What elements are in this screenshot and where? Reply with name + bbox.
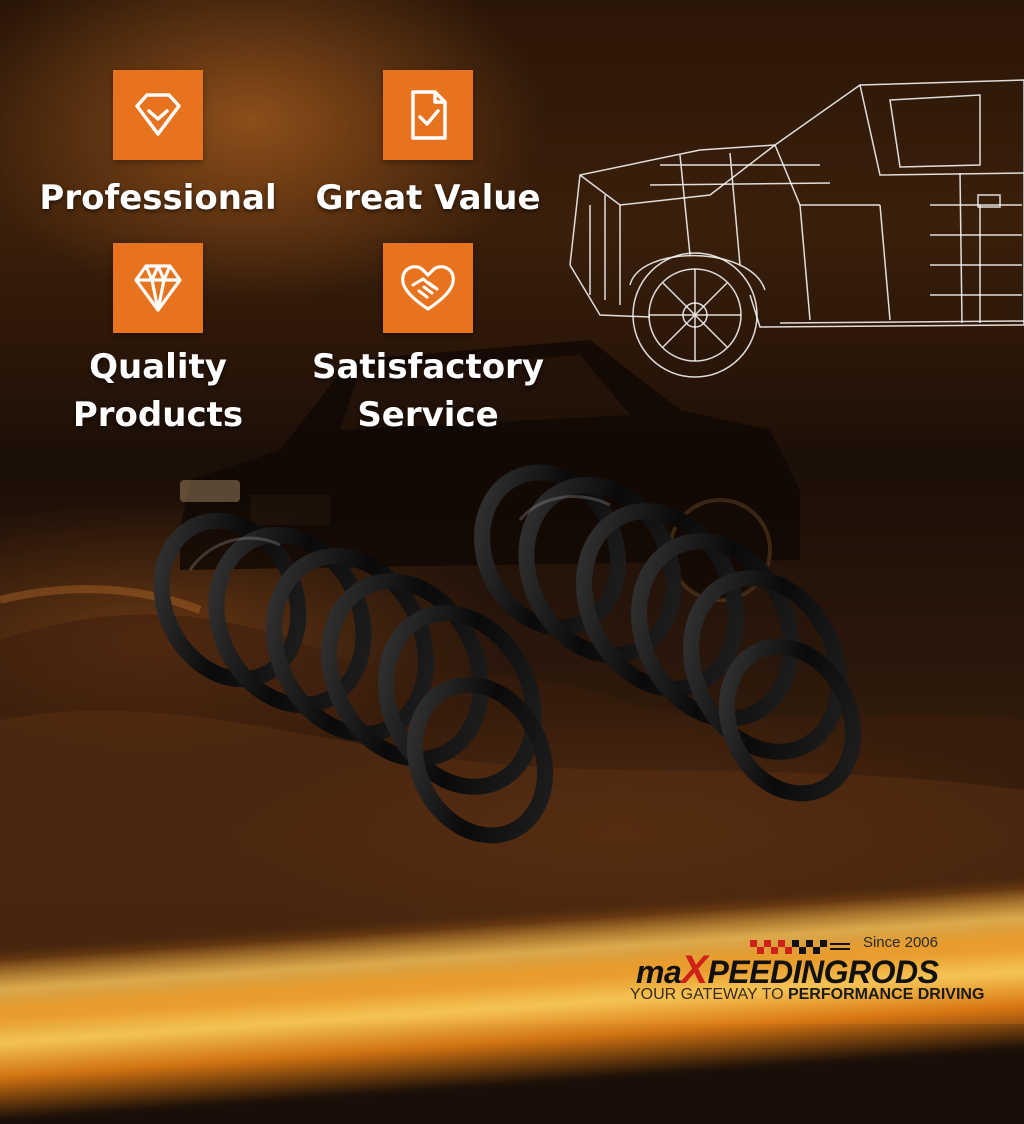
feature-satisfactory-service: Satisfactory Service (300, 243, 556, 439)
feature-label: Quality Products (38, 343, 278, 439)
gem-icon (134, 264, 182, 312)
spring-right (474, 464, 862, 802)
spring-left (153, 512, 554, 844)
tagline-bold: PERFORMANCE DRIVING (787, 986, 985, 1003)
feature-label-line2: Products (72, 395, 244, 435)
feature-icon-box (383, 243, 473, 333)
feature-label: Great Value (315, 178, 541, 218)
feature-professional: Professional (38, 70, 278, 222)
handshake-heart-icon (401, 265, 455, 311)
feature-label-line2: Service (357, 395, 499, 435)
feature-icon-box (113, 70, 203, 160)
checkered-flag-icon (750, 940, 850, 954)
logo-prefix: ma (636, 954, 682, 990)
brand-since: Since 2006 (862, 934, 938, 951)
wireframe-truck (569, 79, 1024, 378)
feature-label: Professional (39, 178, 277, 218)
brand-tagline: YOUR GATEWAY TO PERFORMANCE DRIVING (630, 986, 984, 1004)
tagline-normal: YOUR GATEWAY TO (630, 986, 788, 1003)
feature-great-value: Great Value (308, 70, 548, 222)
logo-x: X (681, 948, 708, 992)
brand-logo: maXPEEDINGRODS (636, 948, 939, 993)
diamond-check-icon (135, 93, 181, 136)
feature-icon-box (383, 70, 473, 160)
brand-block: Since 2006 maXPEEDINGRODS YOUR GATEWAY T… (630, 934, 990, 1014)
feature-label-line1: Quality (89, 347, 227, 387)
coil-springs (153, 464, 862, 844)
document-check-icon (411, 90, 447, 140)
feature-label-line1: Satisfactory (311, 347, 544, 387)
feature-label: Satisfactory Service (300, 343, 556, 439)
feature-icon-box (113, 243, 203, 333)
logo-suffix: PEEDINGRODS (707, 954, 939, 990)
feature-quality-products: Quality Products (38, 243, 278, 439)
